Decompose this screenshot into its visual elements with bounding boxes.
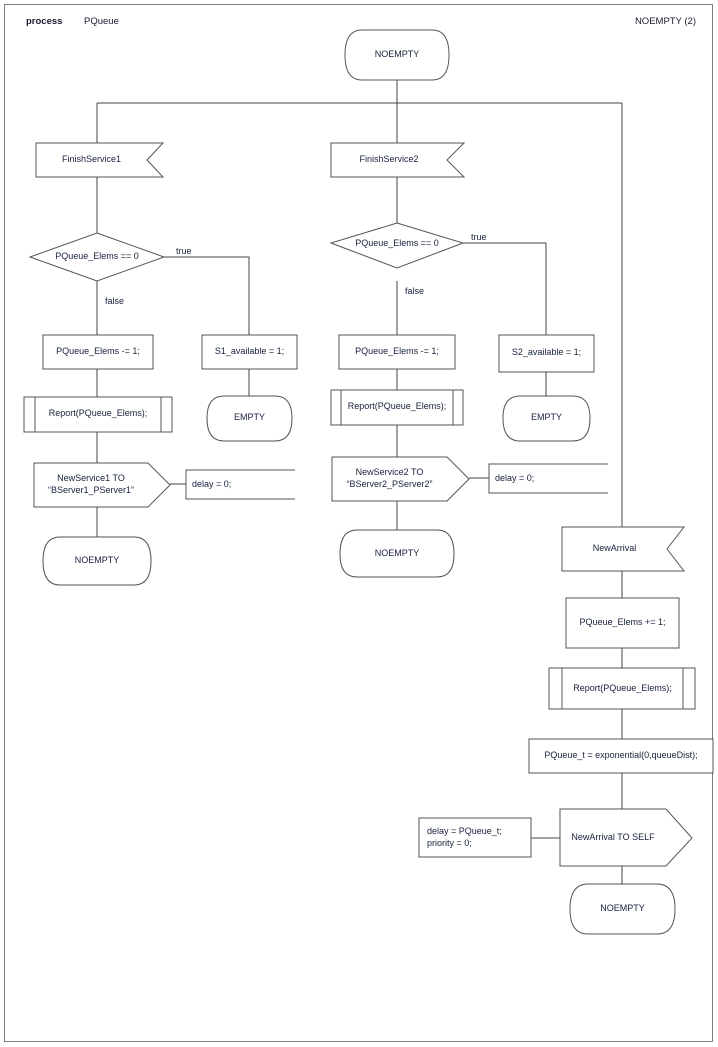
comment-box-delay-1 (185, 469, 295, 500)
decision-pqueue-elems-zero-2 (329, 222, 465, 269)
decision-pqueue-elems-zero-1 (28, 232, 166, 282)
task-s2-available (498, 334, 595, 373)
comment-box-delay-priority (418, 817, 532, 858)
state-empty-1 (206, 395, 293, 442)
input-signal-finishservice1 (35, 142, 165, 178)
state-noempty-end-1 (42, 536, 152, 586)
input-signal-newarrival (561, 526, 686, 572)
task-increment (565, 597, 680, 649)
state-noempty-end-3 (569, 883, 676, 935)
procedure-call-bars-3 (561, 668, 684, 709)
decision-1-true-label: true (176, 246, 192, 256)
decision-2-true-label: true (471, 232, 487, 242)
task-decrement-1 (42, 334, 154, 370)
state-noempty-end-2 (339, 529, 455, 578)
state-empty-2 (502, 395, 591, 442)
page-frame-border (4, 4, 713, 1042)
task-exponential (528, 738, 714, 774)
input-signal-finishservice2 (330, 142, 466, 178)
output-signal-newservice1 (33, 462, 171, 508)
task-decrement-2 (338, 334, 456, 370)
output-signal-newarrival-self (559, 808, 693, 867)
state-noempty-start (344, 29, 450, 81)
procedure-call-report-2 (330, 389, 464, 426)
diagram-process-name: PQueue (84, 16, 119, 27)
decision-1-false-label: false (105, 296, 125, 306)
connector-decision1-true-to-task (164, 256, 250, 335)
procedure-call-report-1 (23, 396, 173, 433)
connector-decision2-true-to-task (463, 242, 547, 335)
procedure-call-bars-2 (340, 390, 454, 425)
comment-box-delay-2 (488, 463, 608, 494)
diagram-kind-label: process (26, 16, 63, 27)
procedure-call-bars-1 (34, 397, 162, 432)
output-signal-newservice2 (331, 456, 470, 502)
diagram-page-label: NOEMPTY (2) (634, 16, 696, 27)
task-s1-available (201, 334, 298, 370)
decision-2-false-label: false (405, 286, 425, 296)
procedure-call-report-3 (548, 667, 696, 710)
